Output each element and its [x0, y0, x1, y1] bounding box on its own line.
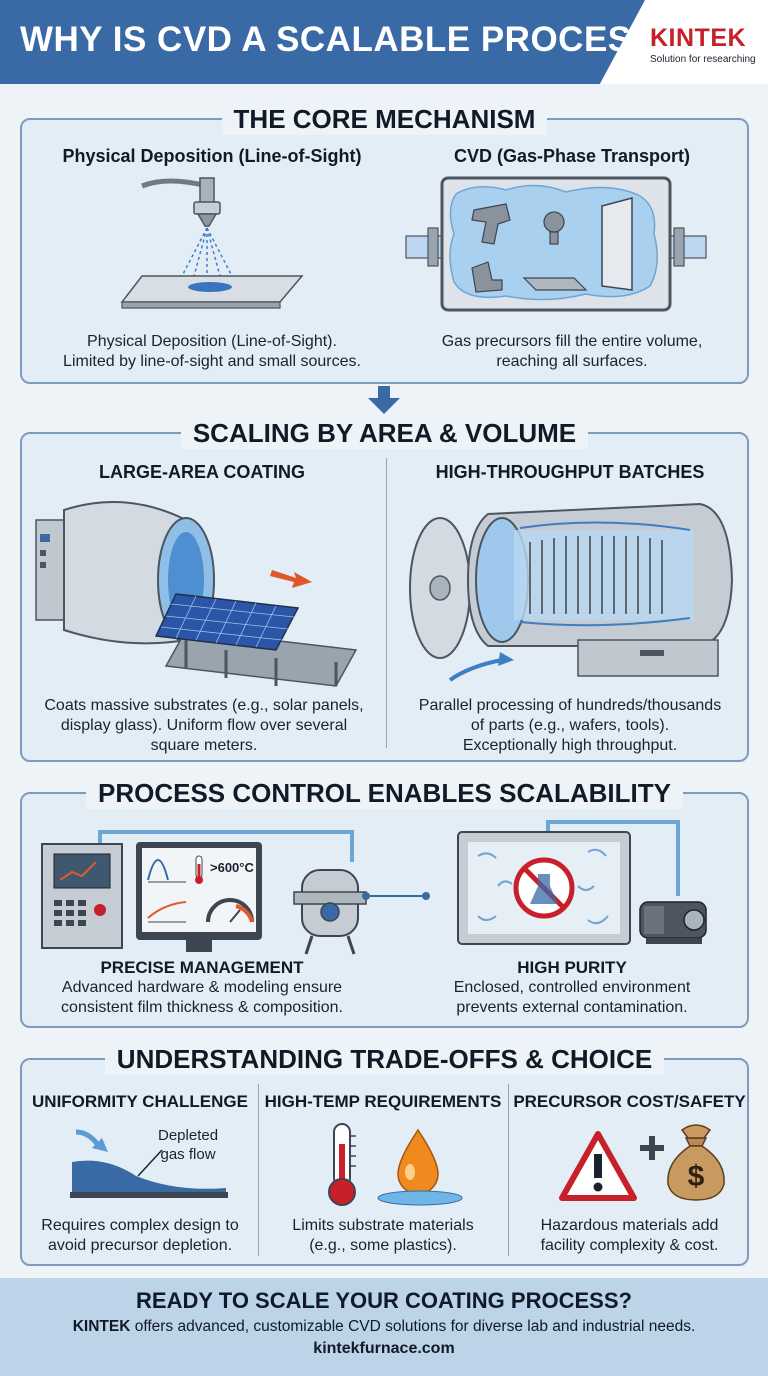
hazard-warning-icon	[559, 1131, 637, 1201]
logo-tagline: Solution for researching	[650, 54, 756, 65]
physical-deposition-caption-line2: Limited by line-of-sight and small sourc…	[63, 353, 361, 370]
svg-text:$: $	[688, 1160, 705, 1193]
connector-line	[362, 892, 430, 900]
footer-title: READY TO SCALE YOUR COATING PROCESS?	[136, 1288, 632, 1313]
page-title: WHY IS CVD A SCALABLE PROCESS?	[20, 20, 678, 59]
header: WHY IS CVD A SCALABLE PROCESS? KINTEK So…	[0, 0, 768, 84]
down-arrow-icon	[368, 386, 400, 414]
footer-description: offers advanced, customizable CVD soluti…	[130, 1318, 696, 1335]
footer-url-link[interactable]: kintekfurnace.com	[313, 1340, 455, 1357]
precise-management-caption-line1: Advanced hardware & modeling ensure	[61, 979, 343, 996]
tradeoffs-divider-1	[258, 1084, 259, 1256]
line-of-sight-illustration	[120, 177, 304, 309]
tradeoffs-title: UNDERSTANDING TRADE-OFFS & CHOICE	[104, 1044, 665, 1075]
high-throughput-caption-line2: of parts (e.g., wafers, tools).	[470, 717, 670, 734]
high-temp-caption-line2: (e.g., some plastics).	[309, 1237, 457, 1254]
large-area-caption-line2: display glass). Uniform flow over severa…	[60, 717, 348, 734]
large-area-coater-illustration	[35, 501, 358, 687]
large-area-caption: Coats massive substrates (e.g., solar pa…	[28, 696, 380, 756]
footer: READY TO SCALE YOUR COATING PROCESS? KIN…	[0, 1278, 768, 1376]
process-control-title: PROCESS CONTROL ENABLES SCALABILITY	[85, 778, 683, 809]
scaling-title: SCALING BY AREA & VOLUME	[180, 418, 589, 449]
cvd-caption: Gas precursors fill the entire volume, r…	[402, 332, 742, 372]
kintek-logo[interactable]: KINTEK Solution for researching	[650, 24, 756, 65]
cvd-chamber-illustration	[405, 176, 707, 312]
high-purity-caption: Enclosed, controlled environment prevent…	[402, 978, 742, 1018]
tradeoffs-panel: UNDERSTANDING TRADE-OFFS & CHOICE UNIFOR…	[20, 1044, 751, 1266]
batch-reactor-illustration	[409, 502, 734, 682]
large-area-title: LARGE-AREA COATING	[99, 462, 305, 482]
depleted-gas-label-line2: gas flow	[160, 1146, 216, 1163]
scaling-panel: SCALING BY AREA & VOLUME LARGE-AREA COAT…	[20, 418, 749, 762]
physical-deposition-caption-line1: Physical Deposition (Line-of-Sight).	[87, 333, 337, 350]
high-purity-caption-line1: Enclosed, controlled environment	[453, 979, 691, 996]
precursor-cost-title: PRECURSOR COST/SAFETY	[513, 1092, 746, 1111]
uniformity-caption: Requires complex design to avoid precurs…	[22, 1216, 258, 1256]
scaling-divider	[386, 458, 387, 748]
clean-chamber-illustration	[457, 820, 707, 945]
precise-management-caption: Advanced hardware & modeling ensure cons…	[22, 978, 382, 1018]
cvd-title: CVD (Gas-Phase Transport)	[453, 146, 691, 166]
high-temp-title: HIGH-TEMP REQUIREMENTS	[264, 1092, 502, 1111]
cvd-caption-line1: Gas precursors fill the entire volume,	[441, 333, 703, 350]
monitor-temperature: >600°C	[210, 860, 254, 875]
process-control-title-wrap: PROCESS CONTROL ENABLES SCALABILITY	[22, 778, 747, 809]
plus-icon	[640, 1136, 664, 1160]
high-throughput-title: HIGH-THROUGHPUT BATCHES	[435, 462, 705, 482]
high-temp-caption: Limits substrate materials (e.g., some p…	[258, 1216, 508, 1256]
melting-drop-icon	[377, 1128, 463, 1206]
uniformity-caption-line2: avoid precursor depletion.	[47, 1237, 233, 1254]
footer-brand: KINTEK	[72, 1318, 131, 1335]
large-area-caption-line3: square meters.	[150, 737, 258, 754]
large-area-caption-line1: Coats massive substrates (e.g., solar pa…	[44, 697, 364, 714]
precursor-caption-line2: facility complexity & cost.	[540, 1237, 719, 1254]
control-system-illustration	[41, 830, 367, 955]
precise-management-caption-line2: consistent film thickness & composition.	[61, 999, 343, 1016]
uniformity-caption-line1: Requires complex design to	[41, 1217, 239, 1234]
tradeoffs-divider-2	[508, 1084, 509, 1256]
high-throughput-caption-line3: Exceptionally high throughput.	[462, 737, 678, 754]
high-throughput-caption-line1: Parallel processing of hundreds/thousand…	[418, 697, 722, 714]
precursor-caption-line1: Hazardous materials add	[540, 1217, 719, 1234]
depleted-gas-label: Depleted gas flow	[158, 1126, 218, 1164]
thermometer-icon	[328, 1123, 356, 1206]
high-temp-caption-line1: Limits substrate materials	[292, 1217, 474, 1234]
process-control-panel: PROCESS CONTROL ENABLES SCALABILITY >600…	[20, 778, 749, 1028]
money-bag-icon: $	[667, 1124, 725, 1201]
high-throughput-caption: Parallel processing of hundreds/thousand…	[392, 696, 748, 756]
footer-text: KINTEK offers advanced, customizable CVD…	[0, 1318, 768, 1336]
physical-deposition-caption: Physical Deposition (Line-of-Sight). Lim…	[42, 332, 382, 372]
high-purity-caption-line2: prevents external contamination.	[456, 999, 688, 1016]
tradeoffs-title-wrap: UNDERSTANDING TRADE-OFFS & CHOICE	[22, 1044, 747, 1075]
logo-name: KINTEK	[650, 24, 747, 52]
depleted-gas-label-line1: Depleted	[158, 1127, 219, 1144]
header-band	[0, 0, 645, 84]
cvd-caption-line2: reaching all surfaces.	[496, 353, 648, 370]
precise-management-title: PRECISE MANAGEMENT	[100, 958, 304, 977]
high-purity-title: HIGH PURITY	[517, 958, 627, 977]
scaling-title-wrap: SCALING BY AREA & VOLUME	[22, 418, 747, 449]
depleted-flow-illustration	[70, 1129, 228, 1198]
core-mechanism-title: THE CORE MECHANISM	[221, 104, 548, 135]
physical-deposition-title: Physical Deposition (Line-of-Sight)	[62, 146, 362, 166]
core-mechanism-title-wrap: THE CORE MECHANISM	[22, 104, 747, 135]
core-mechanism-panel: THE CORE MECHANISM Physical Deposition (…	[20, 104, 749, 384]
precursor-caption: Hazardous materials add facility complex…	[508, 1216, 751, 1256]
uniformity-challenge-title: UNIFORMITY CHALLENGE	[32, 1092, 248, 1111]
